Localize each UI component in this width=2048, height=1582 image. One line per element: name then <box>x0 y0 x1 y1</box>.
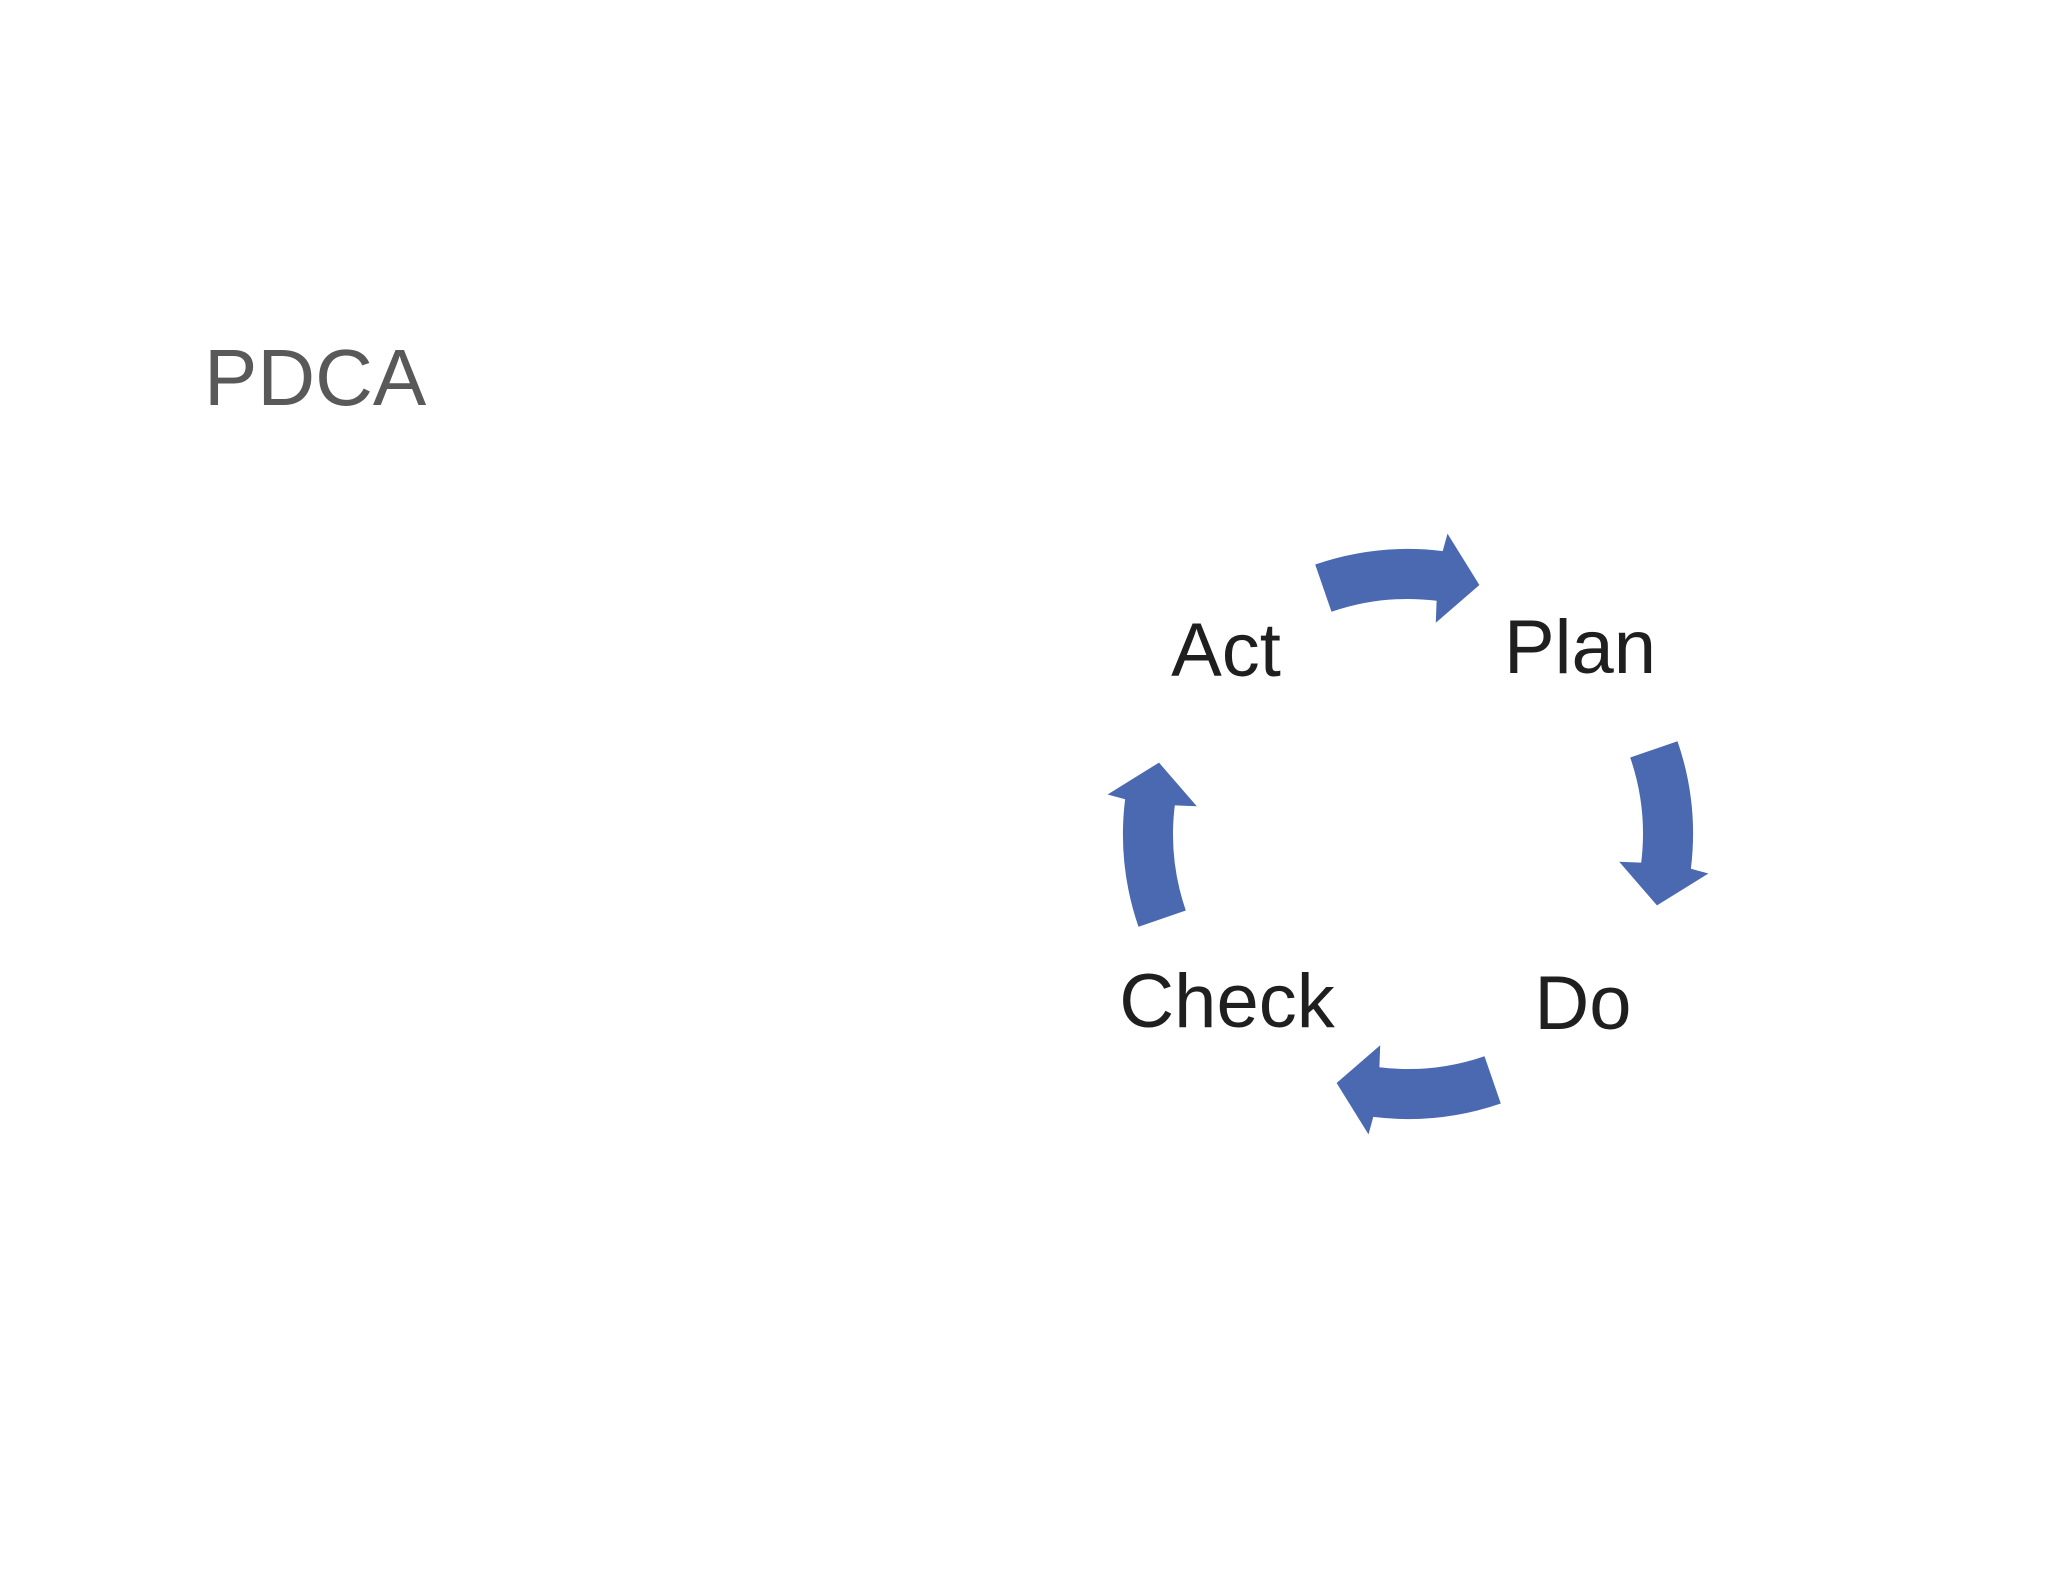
step-label-act: Act <box>1171 608 1281 693</box>
cycle-arrows <box>1107 533 1709 1135</box>
arrow-act-to-plan-icon <box>1315 533 1480 623</box>
slide-title: PDCA <box>204 333 427 422</box>
arrow-do-to-check-icon <box>1336 1045 1501 1135</box>
step-label-plan: Plan <box>1503 605 1657 690</box>
step-label-do: Do <box>1534 961 1632 1046</box>
arrow-check-to-act-icon <box>1107 762 1197 927</box>
arrow-plan-to-do-icon <box>1619 741 1709 906</box>
step-label-check: Check <box>1119 959 1335 1044</box>
